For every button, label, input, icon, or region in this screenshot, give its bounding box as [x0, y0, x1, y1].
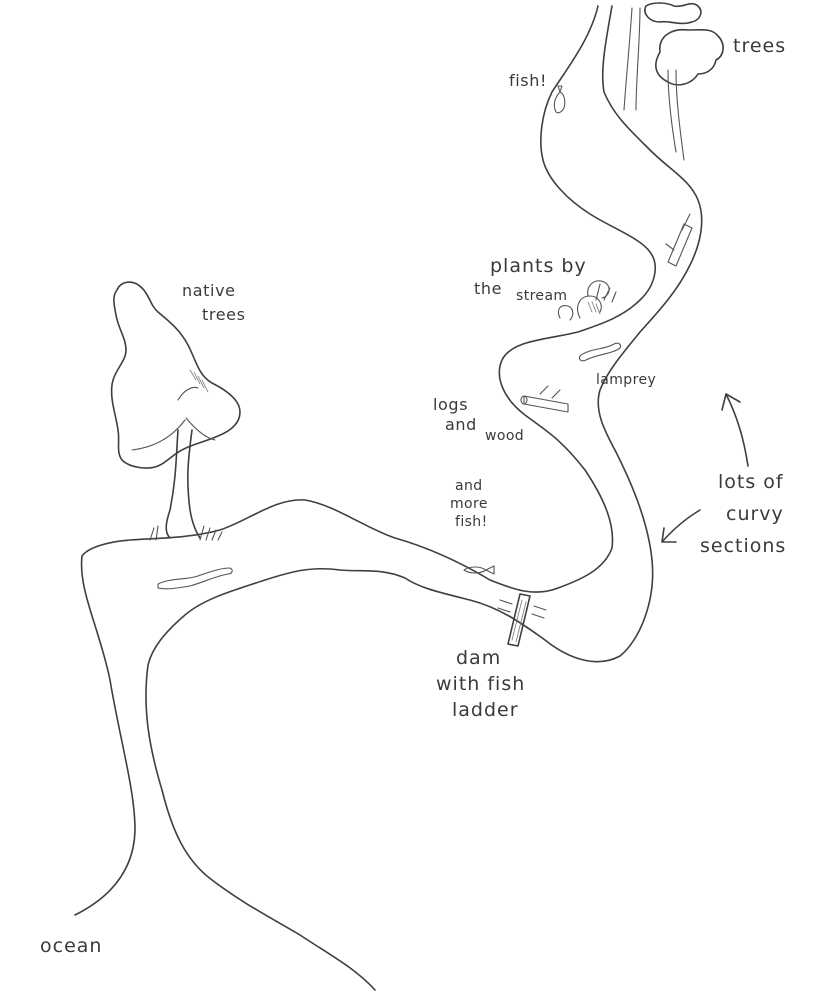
label-plants-line2: the — [474, 279, 502, 298]
label-fish-top: fish! — [509, 71, 547, 90]
label-logs-line1: logs — [433, 395, 468, 414]
river-outer-bank — [75, 6, 655, 915]
worm-fish-drawing — [158, 568, 232, 589]
label-logs-line2: and — [445, 415, 477, 434]
label-more-fish-line3: fish! — [455, 514, 488, 530]
labels: fish! trees plants by the stream native … — [40, 35, 786, 957]
logs-drawing — [521, 386, 568, 412]
label-more-fish-line1: and — [455, 478, 483, 494]
label-trees: trees — [733, 35, 786, 57]
river-inner-bank — [146, 6, 702, 990]
native-tree-trunk — [166, 430, 178, 538]
dam-drawing — [498, 594, 546, 646]
lamprey-drawing — [579, 343, 620, 361]
label-more-fish-line2: more — [450, 496, 488, 512]
label-logs-line3: wood — [485, 428, 524, 444]
river — [75, 6, 702, 990]
label-plants-line3: stream — [516, 288, 567, 304]
label-curvy-line2: curvy — [726, 503, 784, 525]
label-curvy-line1: lots of — [718, 471, 784, 493]
label-dam-line2: with fish — [436, 673, 525, 695]
tree-canopy-top — [645, 3, 701, 23]
fish-icon — [554, 86, 564, 113]
log-upper — [666, 214, 692, 266]
label-dam-line3: ladder — [452, 699, 519, 721]
tree-trunk-right — [676, 70, 684, 160]
label-native-line2: trees — [202, 305, 246, 324]
trees-drawing — [624, 3, 723, 160]
arrow-left-icon — [662, 510, 700, 542]
label-lamprey: lamprey — [596, 372, 656, 388]
label-curvy-line3: sections — [700, 535, 786, 557]
label-dam-line1: dam — [456, 647, 501, 669]
arrow-up-icon — [722, 394, 748, 466]
label-ocean: ocean — [40, 935, 102, 957]
label-plants-line1: plants by — [490, 255, 587, 277]
fish-top-drawing — [554, 86, 564, 113]
tree-canopy-main — [656, 30, 723, 85]
label-native-line1: native — [182, 281, 236, 300]
